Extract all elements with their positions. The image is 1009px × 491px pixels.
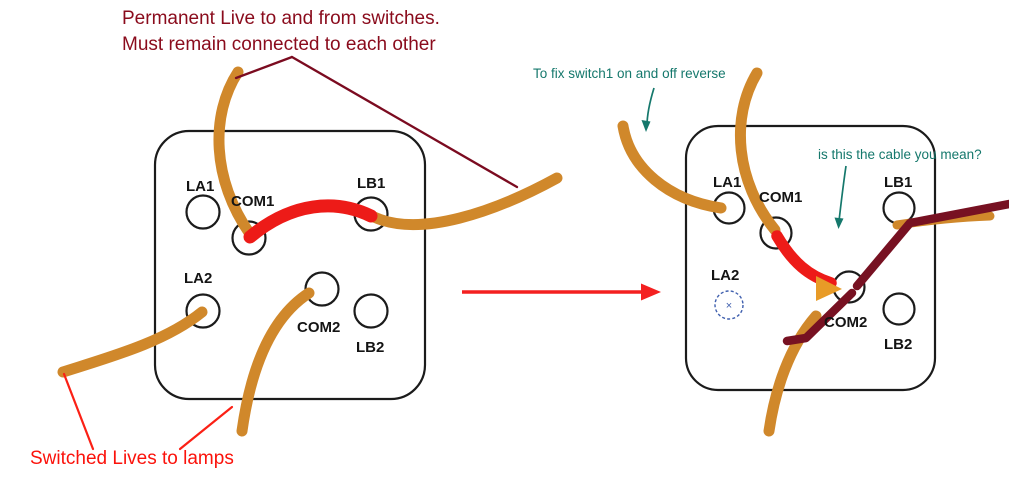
left-switch bbox=[153, 129, 427, 401]
right-terminal-lb2-circle bbox=[882, 292, 916, 326]
left-com1-lb1-link-wire bbox=[243, 199, 378, 244]
cable-question-arrow-head bbox=[834, 217, 844, 229]
left-switch-plate bbox=[153, 129, 427, 401]
left-terminal-label-la1: LA1 bbox=[186, 178, 214, 195]
left-la2-lamp-wire bbox=[57, 306, 208, 378]
right-terminal-label-lb2: LB2 bbox=[884, 336, 912, 353]
left-terminal-labels: LA1 COM1 LB1 LA2 COM2 LB2 bbox=[184, 175, 385, 356]
center-arrow-head bbox=[641, 283, 661, 301]
right-terminal-label-la2: LA2 bbox=[711, 267, 739, 284]
permanent-live-pointer-right bbox=[290, 55, 519, 189]
right-com2-lamp-wire bbox=[763, 310, 822, 437]
right-maroon-cable-bottom bbox=[782, 288, 857, 346]
left-terminal-label-lb1: LB1 bbox=[357, 175, 385, 192]
right-terminal-label-lb1: LB1 bbox=[884, 174, 912, 191]
left-lb1-outgoing-wire bbox=[368, 172, 563, 231]
left-terminal-la1-circle bbox=[185, 194, 221, 230]
left-terminal-label-com2: COM2 bbox=[297, 319, 340, 336]
right-terminal-label-com1: COM1 bbox=[759, 189, 802, 206]
right-switch-wires bbox=[617, 67, 1009, 437]
right-terminal-label-com2: COM2 bbox=[824, 314, 867, 331]
annotation-permanent-live: Permanent Live to and from switches. Mus… bbox=[122, 6, 440, 58]
cable-question-arrow-shaft bbox=[838, 165, 847, 222]
right-terminal-labels: LA1 COM1 LB1 LA2 COM2 LB2 × bbox=[711, 174, 912, 353]
orange-arrowhead bbox=[816, 276, 842, 301]
left-switch-wires bbox=[57, 66, 563, 437]
annotation-permanent-live-line2: Must remain connected to each other bbox=[122, 34, 436, 55]
left-com2-lamp-wire bbox=[236, 287, 315, 437]
permanent-live-pointer-left bbox=[234, 55, 294, 80]
switched-lives-pointer-left bbox=[62, 372, 95, 451]
annotation-permanent-live-line1: Permanent Live to and from switches. bbox=[122, 8, 440, 29]
fix-switch-arrow-head bbox=[641, 120, 651, 132]
annotation-pointers bbox=[62, 55, 847, 451]
right-la1-wire bbox=[617, 120, 727, 214]
right-maroon-cable-top bbox=[852, 199, 1009, 291]
left-terminal-label-la2: LA2 bbox=[184, 270, 212, 287]
left-terminal-label-lb2: LB2 bbox=[356, 339, 384, 356]
right-la2-x-mark: × bbox=[726, 300, 732, 312]
right-terminal-label-la1: LA1 bbox=[713, 174, 741, 191]
left-permanent-live-wire bbox=[213, 66, 256, 240]
annotation-fix-switch: To fix switch1 on and off reverse bbox=[533, 66, 726, 81]
left-terminal-label-com1: COM1 bbox=[231, 193, 274, 210]
right-terminal-la2-circle bbox=[714, 290, 744, 320]
left-terminal-lb2-circle bbox=[353, 293, 389, 329]
switched-lives-pointer-right bbox=[178, 405, 234, 451]
annotation-switched-lives: Switched Lives to lamps bbox=[30, 448, 234, 469]
annotation-cable-question: is this the cable you mean? bbox=[818, 147, 982, 162]
fix-switch-arrow-shaft bbox=[646, 87, 655, 127]
right-permanent-live-wire bbox=[734, 67, 781, 236]
